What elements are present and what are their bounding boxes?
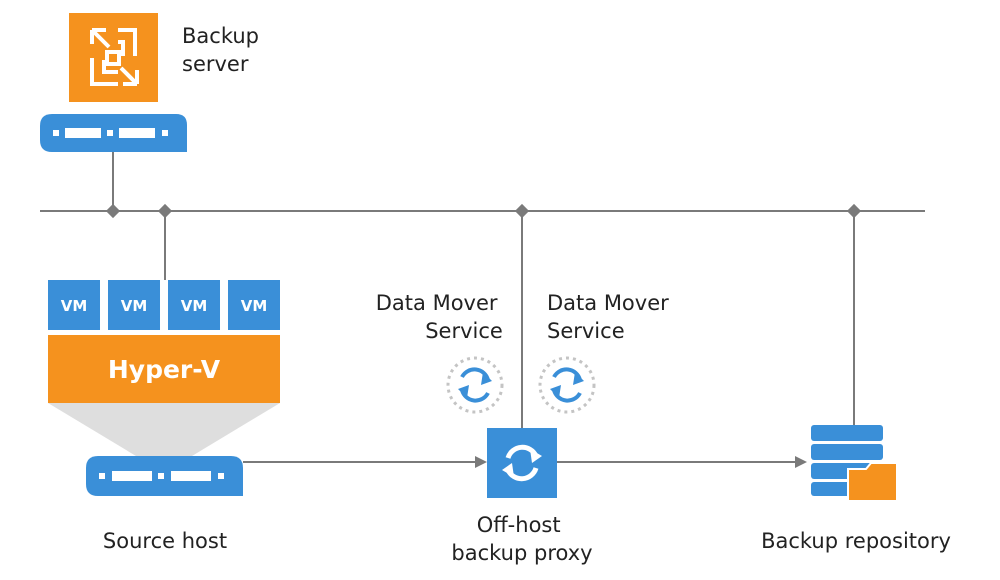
data-mover-label-line: Data Mover <box>547 291 669 315</box>
proxy-label: Off-host backup proxy <box>451 513 592 565</box>
vm-label: VM <box>61 297 88 315</box>
vm-box: VM <box>108 280 160 330</box>
data-mover-label-right: Data Mover Service <box>547 291 675 343</box>
data-mover-label-line: Data Mover <box>376 291 498 315</box>
data-mover-label-line: Service <box>547 319 625 343</box>
backup-server-logo-icon <box>69 13 158 102</box>
vm-group: VM VM VM VM <box>48 280 280 330</box>
proxy-label-line: Off-host <box>477 513 561 537</box>
sync-icon <box>538 356 596 414</box>
backup-server-label-line: server <box>182 52 249 76</box>
bus-junction <box>157 203 173 219</box>
backup-server-label-line: Backup <box>182 24 259 48</box>
backup-proxy-icon <box>487 428 557 498</box>
backup-server-label: Backup server <box>182 24 266 76</box>
vm-box: VM <box>168 280 220 330</box>
bus-junction <box>846 203 862 219</box>
vm-box: VM <box>228 280 280 330</box>
source-host-server-icon <box>86 456 243 496</box>
proxy-label-line: backup proxy <box>451 541 592 565</box>
data-mover-label-left: Data Mover Service <box>376 291 504 343</box>
backup-server-rack-icon <box>40 114 187 152</box>
vm-label: VM <box>121 297 148 315</box>
vm-label: VM <box>181 297 208 315</box>
sync-icon <box>446 356 504 414</box>
hypervisor-label: Hyper-V <box>108 355 221 384</box>
backup-repository-icon <box>811 425 898 502</box>
repository-label: Backup repository <box>761 529 951 553</box>
bus-junction <box>105 203 121 219</box>
vm-label: VM <box>241 297 268 315</box>
host-cone <box>48 403 280 456</box>
source-host-label: Source host <box>103 529 227 553</box>
bus-junction <box>514 203 530 219</box>
hypervisor-bar: Hyper-V <box>48 335 280 403</box>
data-mover-label-line: Service <box>425 319 503 343</box>
vm-box: VM <box>48 280 100 330</box>
